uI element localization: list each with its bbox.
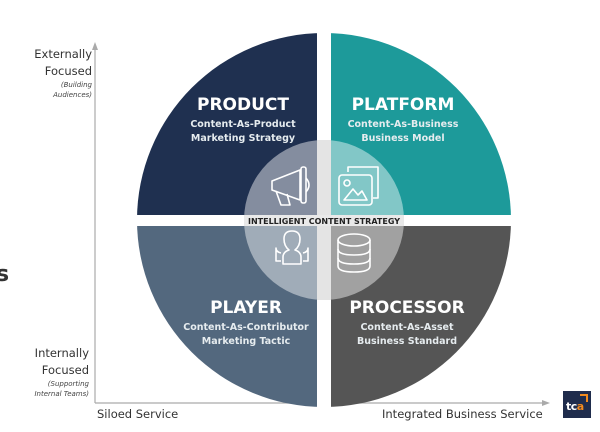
platform-line1: Content-As-Business: [348, 119, 459, 130]
center-label: INTELLIGENT CONTENT STRATEGY: [248, 217, 400, 226]
database-icon: [337, 233, 371, 273]
people-group-icon: [275, 230, 309, 265]
y-axis-top-label: Externally Focused (Building Audiences): [0, 46, 92, 100]
y-top-sub1: (Building: [60, 81, 92, 89]
tca-logo: tca: [563, 391, 591, 418]
y-top-line2: Focused: [44, 64, 92, 78]
player-title: PLAYER: [210, 298, 282, 318]
y-axis-arrow-icon: [92, 42, 98, 50]
image-gallery-icon: [338, 166, 379, 206]
y-axis-bottom-label: Internally Focused (Supporting Internal …: [0, 345, 89, 399]
y-top-line1: Externally: [34, 47, 92, 61]
megaphone-icon: [271, 166, 310, 206]
cropped-text-fragment: s: [0, 262, 10, 287]
processor-title: PROCESSOR: [349, 298, 464, 318]
logo-text: tca: [566, 400, 584, 413]
x-axis-right-label: Integrated Business Service: [382, 407, 543, 421]
platform-title: PLATFORM: [352, 95, 455, 115]
platform-line2: Business Model: [361, 133, 444, 144]
y-bottom-line2: Focused: [41, 363, 89, 377]
x-axis-arrow-icon: [542, 400, 550, 406]
player-line1: Content-As-Contributor: [183, 322, 309, 333]
product-title: PRODUCT: [197, 95, 289, 115]
y-bottom-sub2: Internal Teams): [34, 390, 89, 398]
y-bottom-sub1: (Supporting: [47, 380, 89, 388]
product-line2: Marketing Strategy: [191, 133, 296, 144]
horizontal-divider: [244, 215, 404, 226]
product-line1: Content-As-Product: [190, 119, 296, 130]
player-line2: Marketing Tactic: [202, 336, 290, 347]
x-axis-left-label: Siloed Service: [97, 407, 179, 421]
y-bottom-line1: Internally: [34, 346, 89, 360]
y-top-sub2: Audiences): [53, 91, 92, 99]
processor-line1: Content-As-Asset: [360, 322, 454, 333]
logo-corner-accent: [580, 394, 588, 402]
processor-line2: Business Standard: [357, 336, 457, 347]
